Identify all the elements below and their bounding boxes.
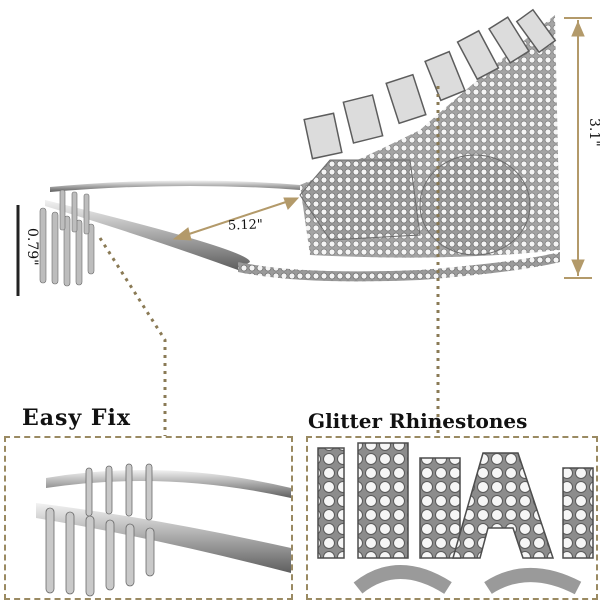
comb-height-label: 0.79" — [24, 228, 40, 266]
comb-teeth — [39, 189, 95, 287]
width-label: 5.12" — [227, 217, 264, 234]
inset-comb-closeup — [4, 436, 293, 600]
comb-closeup-illustration — [36, 463, 291, 597]
rhinestone-closeup-illustration — [308, 438, 596, 598]
rhinestone-base — [238, 252, 560, 282]
rhinestone-numeral-right — [419, 154, 531, 256]
inset-rhinestone-closeup — [306, 436, 598, 600]
height-dimension-arrow — [564, 17, 592, 279]
caption-easy-fix: Easy Fix — [22, 405, 131, 431]
tiara-back-band — [50, 180, 300, 192]
rhinestone-numeral-left — [299, 159, 421, 241]
caption-glitter-rhinestones: Glitter Rhinestones — [308, 409, 528, 433]
tiara-front-band — [45, 200, 250, 270]
birthday-letters — [303, 8, 557, 160]
leader-lines — [98, 86, 440, 436]
width-dimension-arrow — [172, 197, 300, 241]
height-label: 3.1" — [586, 118, 600, 147]
